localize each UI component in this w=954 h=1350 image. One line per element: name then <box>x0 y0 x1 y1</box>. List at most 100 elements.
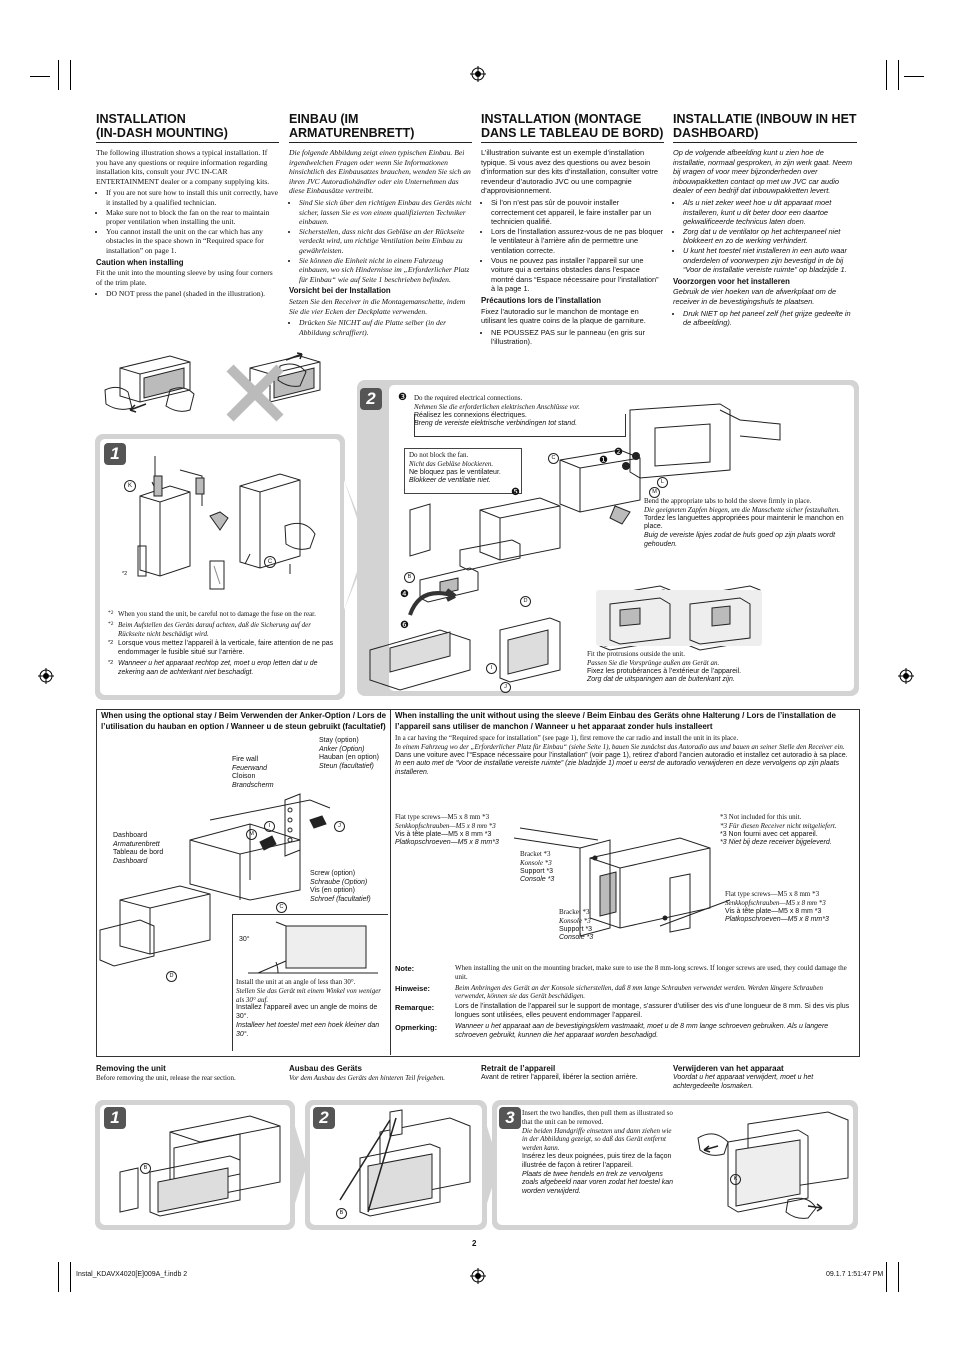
firewall-label: Fire wall Feuerwand Cloison Brandscherm <box>232 756 274 789</box>
angle-illustration <box>248 921 378 974</box>
column-french: INSTALLATION (MONTAGE DANS LE TABLEAU DE… <box>481 112 664 347</box>
registration-mark <box>470 66 486 82</box>
section-title: INSTALLATION (MONTAGE DANS LE TABLEAU DE… <box>481 112 664 143</box>
note-text: Wanneer u het apparaat aan de bevestigin… <box>455 1022 829 1039</box>
bracket-label: Bracket *3 Konsole *3 Support *3 Console… <box>559 908 594 942</box>
bullet: NE POUSSEZ PAS sur le panneau (en gris s… <box>491 328 664 347</box>
angle-text: Install the unit at an angle of less tha… <box>236 978 382 1038</box>
callout-line: Fit the protrusions outside the unit. <box>587 650 685 658</box>
callout-line: Do the required electrical connections. <box>414 394 523 402</box>
callout-line: Nehmen Sie die erforderlichen elektrisch… <box>414 402 580 411</box>
note-mark: *2 <box>108 610 114 616</box>
crop-mark <box>58 1262 59 1292</box>
part-label-m: M <box>649 487 660 498</box>
intro-text: L’illustration suivante est un exemple d… <box>481 148 659 196</box>
callout-line: Tordez les languettes appropriées pour m… <box>644 514 844 531</box>
note-mark: *2 <box>108 620 114 627</box>
crop-mark <box>70 60 71 90</box>
note-label: Remarque: <box>395 1003 435 1013</box>
caution-text: Setzen Sie den Receiver in die Montagema… <box>289 296 466 316</box>
bullet: Lors de l’installation assurez-vous de n… <box>491 227 664 256</box>
stay-label: Stay (option) Anker (Option) Hauban (en … <box>319 737 379 770</box>
callout-line: Do not block the fan. <box>409 451 469 459</box>
note-mark: *2 <box>108 659 114 666</box>
callout-line: Blokkeer de ventilatie niet. <box>409 477 491 485</box>
callout-line: Ne bloquez pas le ventilateur. <box>409 468 501 476</box>
flat-screws-label: Flat type screws—M5 x 8 mm *3 Senkkopfsc… <box>395 813 499 847</box>
callout-line: Zorg dat de uitsparingen aan de buitenka… <box>587 676 735 684</box>
flat-screws-label: Flat type screws—M5 x 8 mm *3 Senkkopfsc… <box>725 890 829 924</box>
protrusion-detail <box>596 590 762 646</box>
callout-line: Nicht das Gebläse blockieren. <box>409 459 494 468</box>
step-number: 2 <box>313 1107 335 1129</box>
bullet: Drücken Sie NICHT auf die Platte selber … <box>299 318 472 337</box>
caution-text: Fit the unit into the mounting sleeve by… <box>96 268 273 287</box>
page-number: 2 <box>472 1239 477 1248</box>
options-box <box>96 709 860 1057</box>
part-label-2: J <box>500 682 511 693</box>
callout-line: Buig de vereiste lipjes zodat de huls go… <box>644 532 836 548</box>
bullet: Vous ne pouvez pas installer l’appareil … <box>491 256 664 294</box>
part-label-i: I <box>264 821 275 832</box>
part-label-k: K <box>730 1174 741 1185</box>
callout-electrical: ❸ Do the required electrical connections… <box>396 392 624 436</box>
bracket-label: Bracket *3 Konsole *3 Support *3 Console… <box>520 850 555 884</box>
crop-mark <box>898 60 899 90</box>
mounting-notes: Note: When installing the unit on the mou… <box>395 964 853 1040</box>
part-label-d: D <box>520 596 531 607</box>
intro-text: Die folgende Abbildung zeigt einen typis… <box>289 148 471 196</box>
part-label-k: K <box>124 480 136 492</box>
callout-fan: Do not block the fan. Nicht das Gebläse … <box>404 448 522 494</box>
part-label-b: B <box>140 1163 151 1174</box>
step-1-notes: *2 When you stand the unit, be careful no… <box>108 610 336 678</box>
substep-marker: ❹ <box>400 589 409 600</box>
note-text: When installing the unit on the mounting… <box>455 964 847 981</box>
substep-marker: ❶ <box>599 455 608 466</box>
note-label: Opmerking: <box>395 1022 438 1032</box>
part-label-c: C <box>264 556 276 568</box>
bullet: Zorg dat u de ventilator op het achterpa… <box>683 227 857 246</box>
part-label-c: C <box>548 453 559 464</box>
bullet: U kunt het toestel niet installeren in e… <box>683 246 857 275</box>
substep-marker: ❺ <box>511 487 520 498</box>
registration-mark <box>38 668 54 684</box>
footer-timestamp: 09.1.7 1:51:47 PM <box>826 1271 884 1278</box>
caution-title: Vorsicht bei der Installation <box>289 286 391 296</box>
note-label: Note: <box>395 964 415 973</box>
bullet: Make sure not to block the fan on the re… <box>106 208 279 227</box>
intro-text: Op de volgende afbeelding kunt u zien ho… <box>673 148 853 196</box>
column-german: EINBAU (IM ARMATURENBRETT) Die folgende … <box>289 112 472 337</box>
callout-line: Réalisez les connexions électriques. <box>414 411 527 419</box>
step-number: 2 <box>360 388 382 410</box>
crop-mark <box>58 60 59 90</box>
column-english: INSTALLATION (IN-DASH MOUNTING) The foll… <box>96 112 279 299</box>
callout-line: Die geeigneten Zapfen biegen, um die Man… <box>644 505 840 514</box>
callout-line: Bend the appropriate tabs to hold the sl… <box>644 497 812 505</box>
footnote-mark: *2 <box>122 571 128 577</box>
crop-mark <box>886 60 887 90</box>
callout-line: Fixez les protubérances à l’extérieur de… <box>587 667 742 675</box>
step-number: 3 <box>499 1107 521 1129</box>
crop-mark <box>30 76 50 77</box>
stay-illustration <box>99 793 331 967</box>
part-label-l: L <box>657 477 668 488</box>
bracket-illustration <box>513 827 731 937</box>
bullet: Druk NIET op het paneel zelf (het grijze… <box>683 309 857 328</box>
part-label-1: I <box>486 663 497 674</box>
removal-de: Ausbau des Geräts Vor dem Ausbau des Ger… <box>289 1064 445 1082</box>
bullet: Sie können die Einheit nicht in einem Fa… <box>299 256 472 285</box>
removal-illustration-3 <box>697 1111 849 1219</box>
removal-en: Removing the unit Before removing the un… <box>96 1064 236 1082</box>
removal-nl: Verwijderen van het apparaat Voordat u h… <box>673 1064 814 1090</box>
step-number: 1 <box>104 1107 126 1129</box>
substep-marker: ❷ <box>614 447 623 458</box>
removal-illustration-1 <box>119 1115 281 1217</box>
part-label-d: D <box>166 971 177 982</box>
bullet: If you are not sure how to install this … <box>106 188 279 207</box>
crop-mark <box>886 1262 887 1292</box>
arrow-connector <box>340 470 370 620</box>
note-text: Beim Anbringen des Gerät an der Konsole … <box>455 983 824 1001</box>
part-label-m: M <box>246 829 257 840</box>
note-text: When you stand the unit, be careful not … <box>118 610 316 618</box>
caution-title: Voorzorgen voor het installeren <box>673 276 790 286</box>
